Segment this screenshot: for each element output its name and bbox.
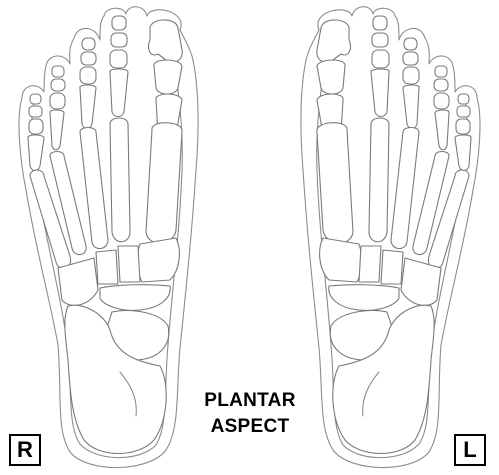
view-caption: PLANTAR ASPECT (185, 388, 315, 440)
right-side-marker: R (9, 434, 41, 466)
right-foot (19, 7, 198, 468)
caption-line-2: ASPECT (185, 414, 315, 440)
left-foot (301, 7, 480, 468)
left-side-marker: L (454, 434, 486, 466)
caption-line-1: PLANTAR (185, 388, 315, 414)
